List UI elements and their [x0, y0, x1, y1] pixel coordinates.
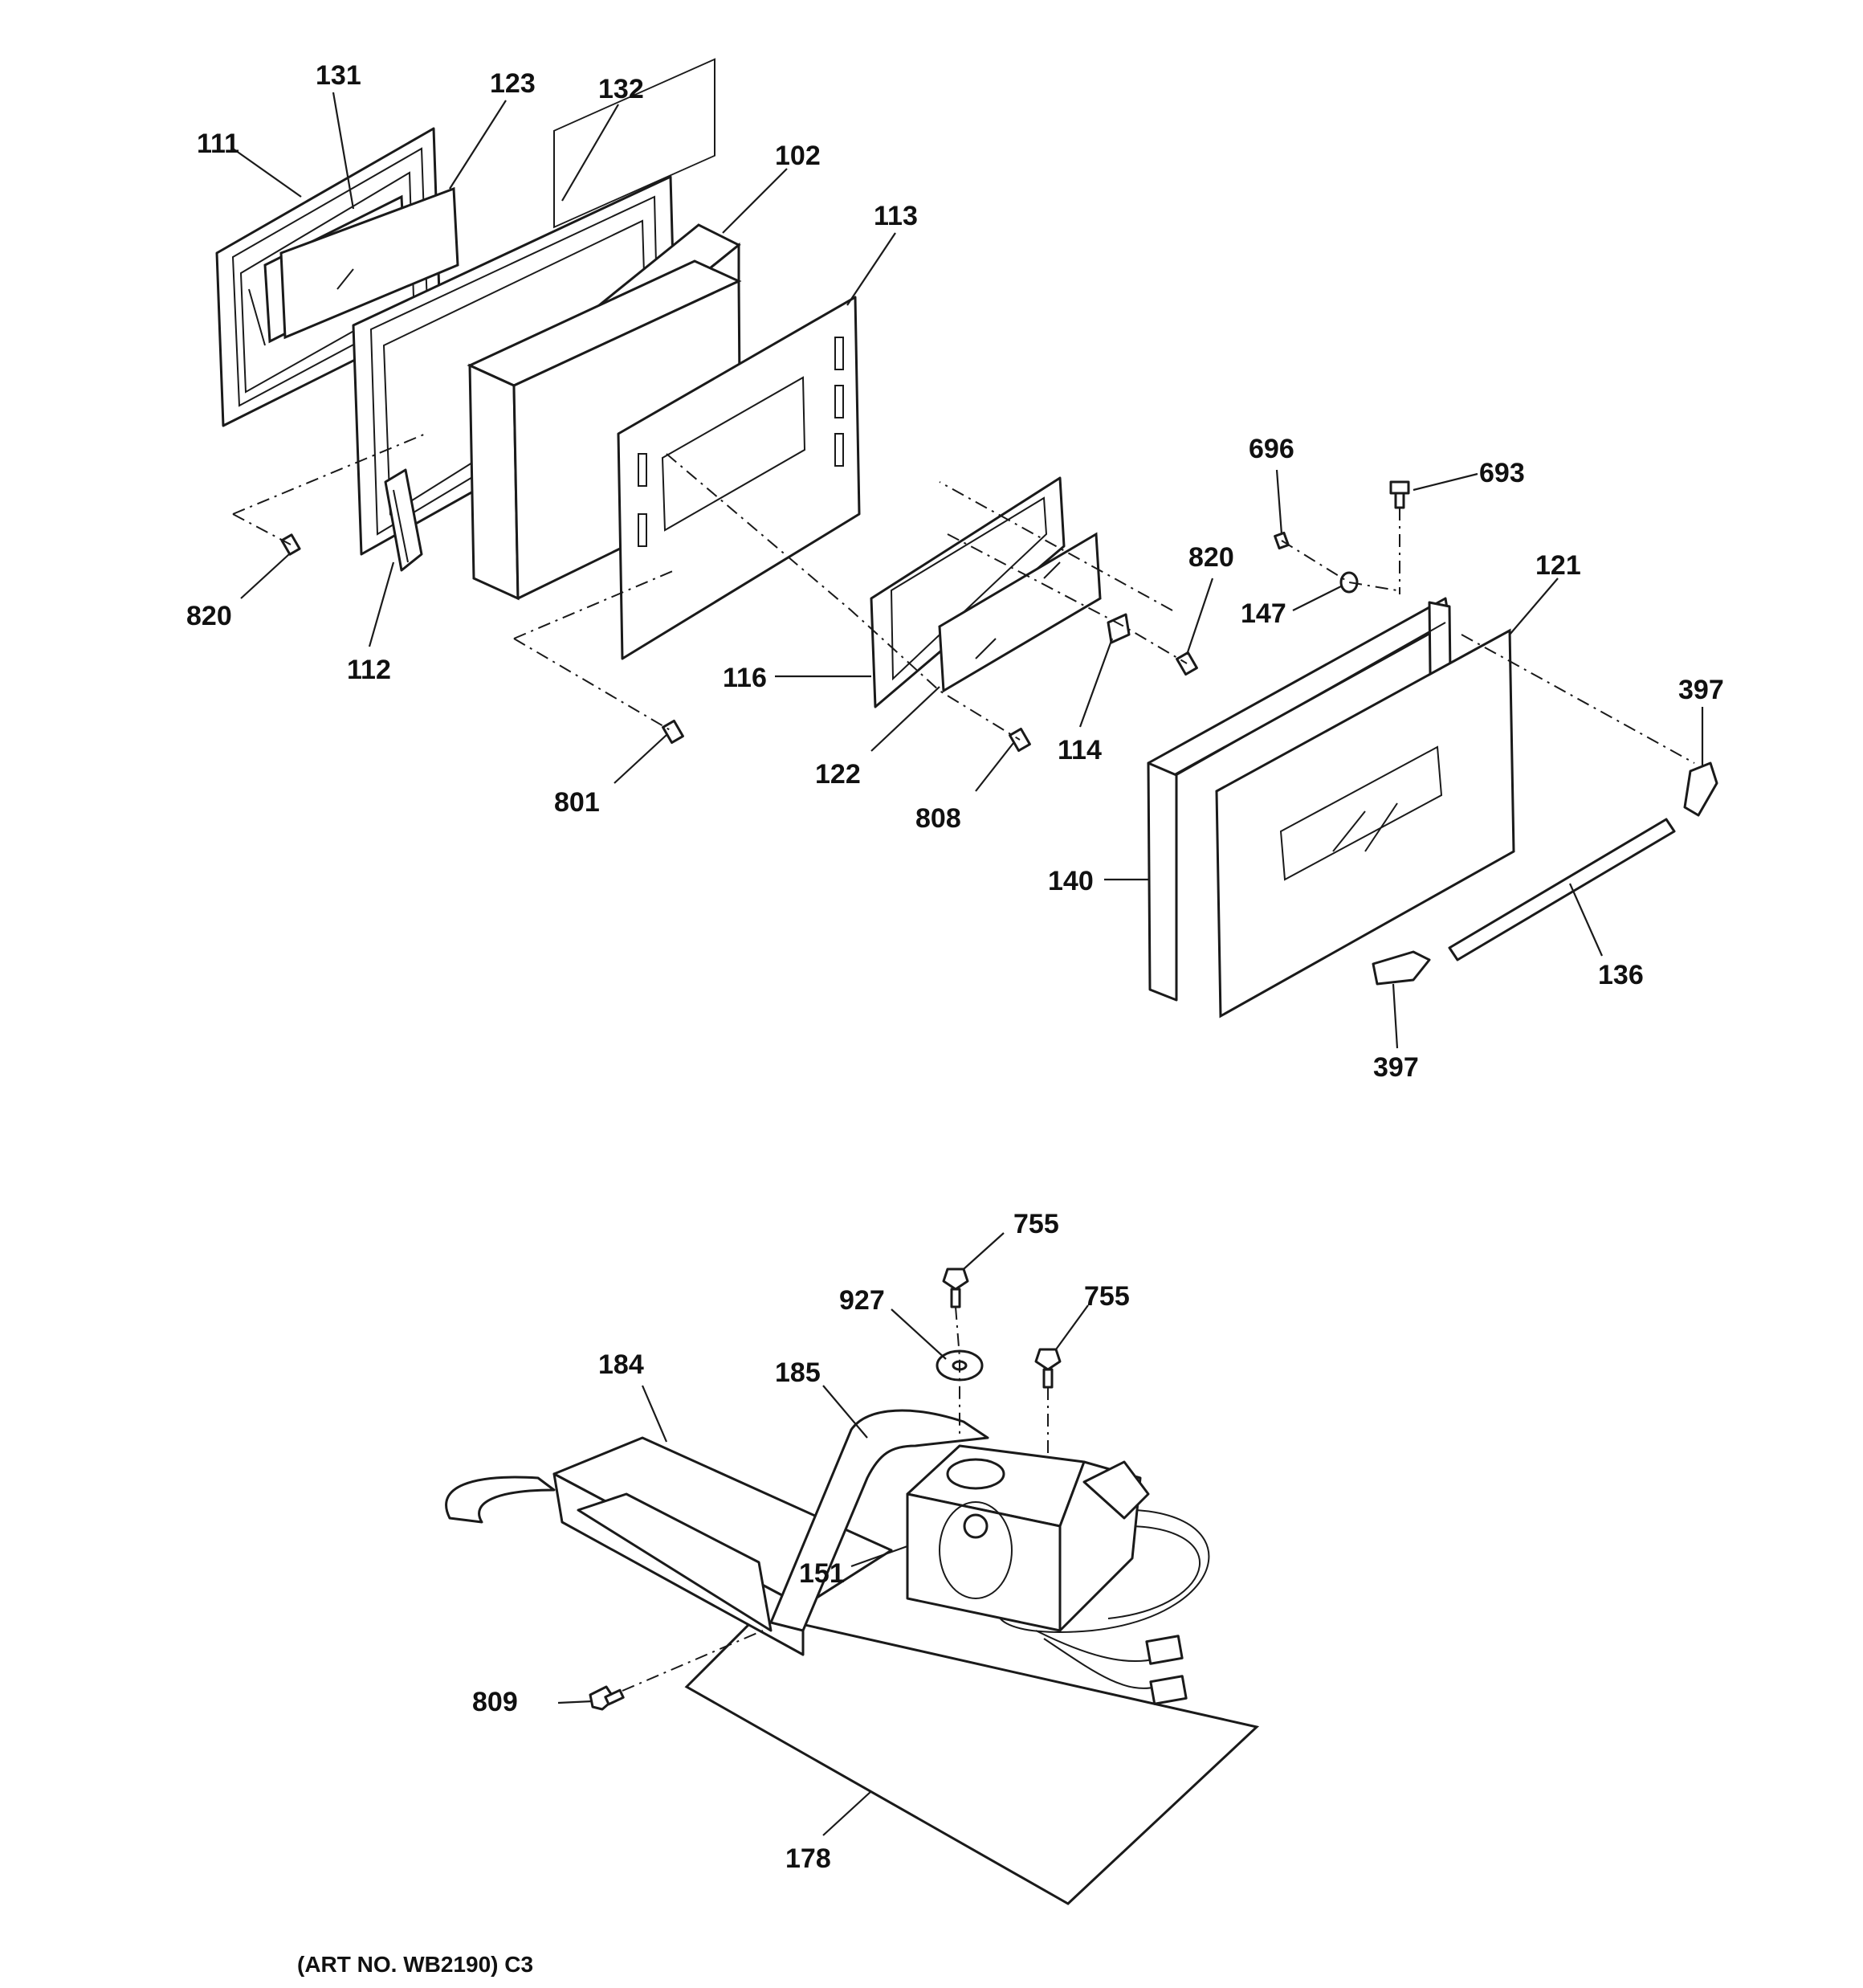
part-116-window-frame	[870, 476, 1066, 708]
part-122-window-glass	[938, 532, 1102, 693]
part-113-inner-door-panel	[617, 296, 861, 660]
callout-122: 122	[815, 759, 861, 790]
screw-801-icon	[662, 719, 684, 745]
wire-connector-lower	[1149, 1675, 1188, 1705]
callout-184: 184	[598, 1349, 644, 1380]
callout-112: 112	[347, 655, 391, 685]
callout-927: 927	[839, 1285, 885, 1316]
callout-801: 801	[554, 787, 600, 818]
explosion-lines-upper	[232, 433, 1695, 764]
explosion-lines-lower	[622, 1306, 1049, 1692]
callout-820-left: 820	[186, 601, 232, 631]
callout-132: 132	[598, 74, 644, 104]
callout-131: 131	[316, 60, 361, 91]
screw-755-lower-icon	[1034, 1348, 1062, 1389]
screw-809-icon	[589, 1685, 625, 1711]
part-178-insulation-pad	[684, 1613, 1260, 1905]
callout-397-lower: 397	[1373, 1052, 1419, 1083]
wire-connector-upper	[1145, 1635, 1184, 1665]
callout-147: 147	[1241, 598, 1286, 629]
callout-114: 114	[1058, 735, 1102, 765]
callout-102: 102	[775, 141, 821, 171]
callout-755-upper: 755	[1013, 1209, 1059, 1239]
part-397-handle-end-cap-upper	[1683, 761, 1718, 817]
callout-808: 808	[915, 803, 961, 834]
callout-809: 809	[472, 1687, 518, 1717]
callout-178: 178	[785, 1843, 831, 1874]
callout-696: 696	[1249, 434, 1294, 464]
callout-185: 185	[775, 1357, 821, 1388]
part-151-latch-motor	[906, 1444, 1150, 1632]
callout-151: 151	[799, 1558, 845, 1589]
part-123-glass-panel	[279, 186, 459, 340]
callout-113: 113	[874, 201, 918, 231]
part-112-door-side-channel	[384, 468, 423, 572]
callout-693: 693	[1479, 458, 1525, 488]
callout-140: 140	[1048, 866, 1094, 896]
callout-116: 116	[723, 663, 767, 693]
callout-111: 111	[197, 129, 239, 159]
part-114-bracket	[1107, 613, 1131, 644]
leader-lines	[232, 92, 1704, 1836]
callout-755-lower: 755	[1084, 1281, 1130, 1312]
screw-693-icon	[1389, 480, 1410, 509]
part-397-handle-end-cap-lower	[1372, 950, 1431, 986]
callout-820-right: 820	[1188, 542, 1234, 573]
part-121-outer-door-glass	[1215, 628, 1515, 1018]
part-102-door-insulation-box	[467, 58, 742, 601]
callout-397-upper: 397	[1678, 675, 1724, 705]
callout-123: 123	[490, 68, 536, 99]
part-136-door-handle	[1448, 818, 1676, 961]
washer-147-icon	[1339, 571, 1359, 594]
part-185-latch-link	[769, 1409, 989, 1632]
screw-755-upper-icon	[942, 1268, 969, 1308]
callout-136: 136	[1598, 960, 1644, 990]
callout-121: 121	[1535, 550, 1581, 581]
art-number-label: (ART NO. WB2190) C3	[297, 1952, 533, 1977]
